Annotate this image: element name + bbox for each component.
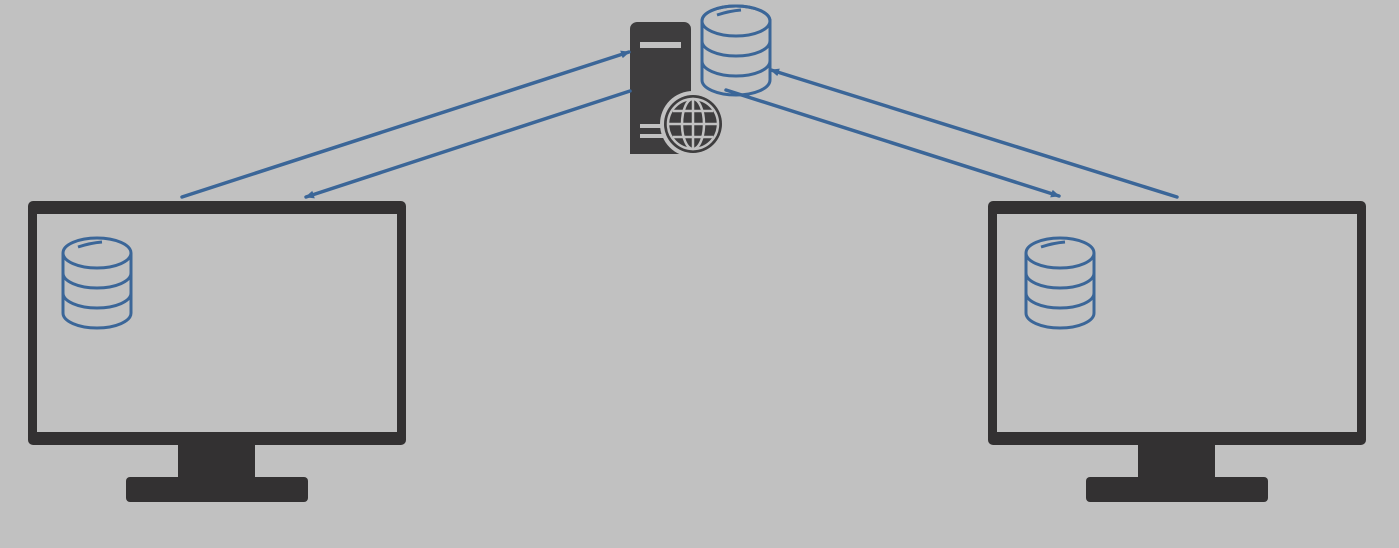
right-client-database-icon (1024, 236, 1096, 330)
globe-icon (660, 91, 726, 157)
arrow-right-client-to-server-db (769, 68, 1179, 199)
connection-arrows (180, 50, 1179, 199)
arrow-server-to-left-client (304, 89, 632, 199)
arrow-left-client-to-server (180, 50, 631, 199)
left-client-database-icon (61, 236, 133, 330)
arrow-server-db-to-right-client (724, 88, 1061, 198)
right-monitor-icon (988, 201, 1366, 502)
server-database-icon (700, 4, 772, 97)
